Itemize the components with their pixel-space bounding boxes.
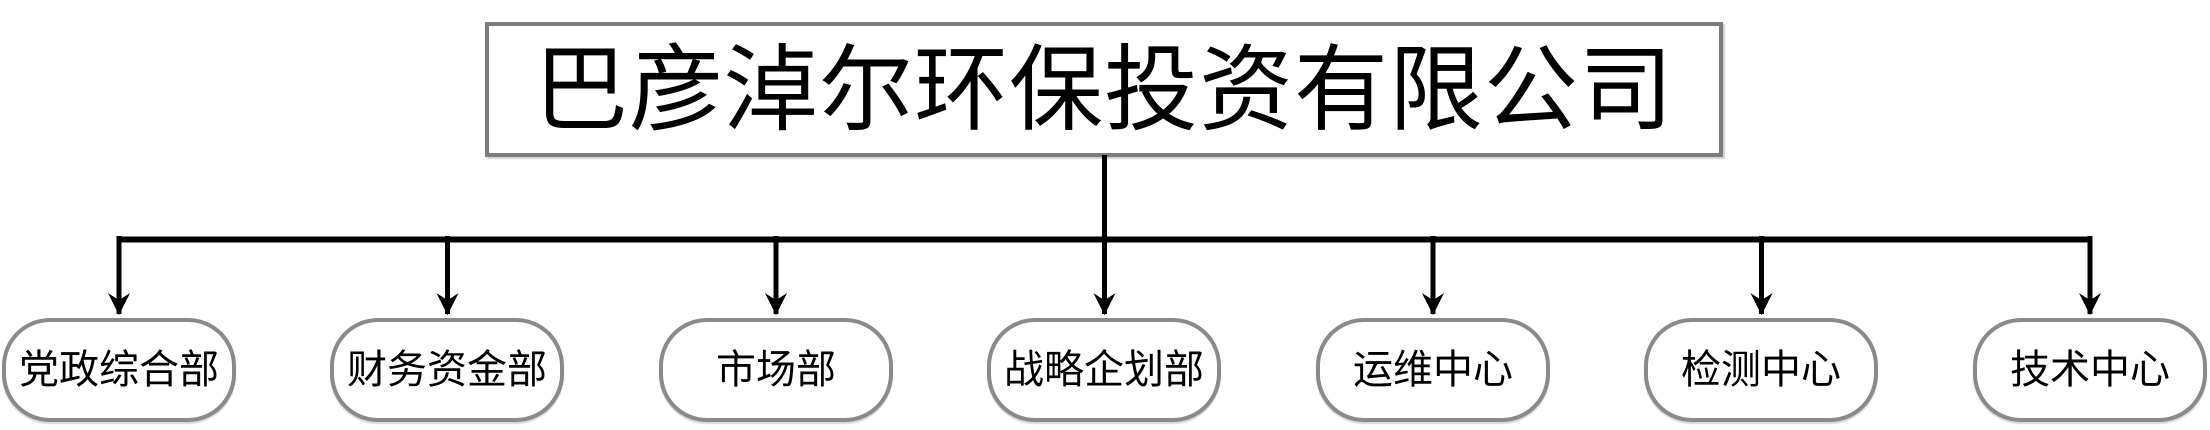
dept-box-shichang: 市场部 xyxy=(659,318,893,422)
company-name: 巴彦淖尔环保投资有限公司 xyxy=(533,36,1674,142)
dept-box-dangzheng: 党政综合部 xyxy=(2,318,236,422)
org-root-box: 巴彦淖尔环保投资有限公司 xyxy=(485,22,1723,157)
dept-box-yunwei: 运维中心 xyxy=(1316,318,1550,422)
dept-label: 党政综合部 xyxy=(19,348,219,392)
dept-box-jishu: 技术中心 xyxy=(1973,318,2207,422)
dept-box-caiwu: 财务资金部 xyxy=(330,318,564,422)
dept-label: 市场部 xyxy=(716,348,836,392)
dept-label: 技术中心 xyxy=(2010,348,2170,392)
dept-label: 运维中心 xyxy=(1353,348,1513,392)
dept-label: 财务资金部 xyxy=(347,348,547,392)
dept-box-jiance: 检测中心 xyxy=(1644,318,1878,422)
dept-box-zhanlve: 战略企划部 xyxy=(987,318,1221,422)
dept-label: 战略企划部 xyxy=(1004,348,1204,392)
dept-label: 检测中心 xyxy=(1681,348,1841,392)
